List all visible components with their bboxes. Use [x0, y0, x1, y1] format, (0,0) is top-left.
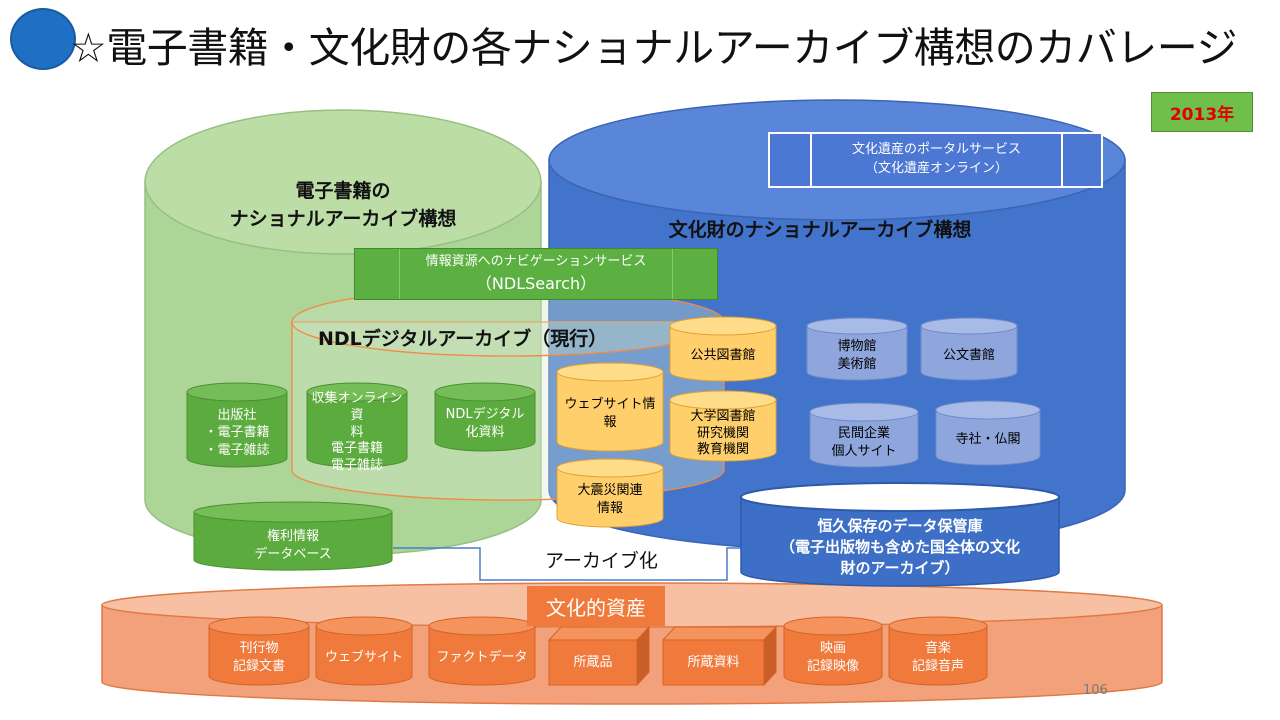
blue-cylinder-shape-3 [809, 402, 919, 468]
heritage-item-1: 刊行物 記録文書 [209, 636, 309, 680]
storage-cylinder [740, 482, 1060, 587]
green-cylinder-2-text1: 収集オンライン資 [311, 390, 403, 423]
rights-db-cylinder [193, 501, 393, 571]
heritage-cube-shape-4 [547, 625, 651, 687]
heritage-item-4: 所蔵品 [549, 640, 637, 685]
green-cylinder-2-text3: 電子書籍 [330, 441, 383, 457]
heritage-item-7-text2: 記録音声 [911, 659, 964, 674]
yellow-cylinder-2-text2: 報 [603, 415, 617, 430]
blue-cylinder-1: 博物館 美術館 [807, 336, 907, 376]
ebook-archive-line1: 電子書籍の [295, 180, 391, 202]
green-cylinder-3-text2: 化資料 [465, 425, 505, 440]
heritage-item-4-text1: 所蔵品 [573, 654, 613, 670]
navigation-service-box: 情報資源へのナビゲーションサービス （NDLSearch） [354, 248, 718, 300]
green-cylinder-shape-3 [434, 382, 536, 452]
heritage-title: 文化的資産 [527, 586, 665, 626]
heritage-item-6: 映画 記録映像 [784, 636, 882, 680]
heritage-item-5-text1: 所蔵資料 [687, 654, 740, 670]
heritage-cylinder-shape-7 [888, 616, 988, 686]
heritage-cylinder-shape-6 [783, 616, 883, 686]
yellow-cylinder-1: 公共図書館 [670, 336, 776, 376]
navigation-service-line1: 情報資源へのナビゲーションサービス [425, 254, 647, 270]
heritage-cylinder-shape-3 [428, 616, 536, 686]
blue-cylinder-shape-2 [920, 317, 1018, 381]
cultural-archive-title: 文化財のナショナルアーカイブ構想 [668, 219, 972, 241]
heritage-item-6-text2: 記録映像 [806, 659, 859, 674]
heritage-cylinder-shape-2 [315, 616, 413, 686]
heritage-item-7-text1: 音楽 [924, 641, 951, 657]
rights-db-line1: 権利情報 [266, 529, 319, 545]
heritage-item-1-text2: 記録文書 [232, 659, 285, 674]
heritage-item-2: ウェブサイト [316, 636, 412, 680]
yellow-cylinder-3-text1: 大学図書館 [690, 408, 756, 424]
blue-cylinder-3-text2: 個人サイト [831, 444, 897, 459]
archive-connector-line [393, 547, 742, 581]
yellow-cylinder-shape-2 [556, 362, 664, 452]
green-cylinder-1-text2: ・電子書籍 [204, 425, 270, 441]
navigation-service-line2: （NDLSearch） [475, 273, 597, 293]
yellow-cylinder-3-text3: 教育機関 [696, 442, 749, 458]
blue-cylinder-shape-1 [806, 317, 908, 381]
yellow-cylinder-shape-3 [669, 390, 777, 462]
portal-service-line1: 文化遺産のポータルサービス [851, 142, 1021, 158]
blue-cylinder-4: 寺社・仏閣 [936, 420, 1040, 460]
ebook-archive-line2: ナショナルアーカイブ構想 [229, 207, 457, 230]
blue-cylinder-3: 民間企業 個人サイト [810, 422, 918, 464]
blue-cylinder-2: 公文書館 [921, 336, 1017, 376]
green-cylinder-shape-1 [186, 382, 288, 468]
green-cylinder-2: 収集オンライン資 料 電子書籍 電子雑誌 [307, 391, 407, 474]
yellow-cylinder-shape-1 [669, 316, 777, 382]
year-badge: 2013年 [1151, 92, 1253, 132]
yellow-cylinder-shape-4 [556, 458, 664, 528]
portal-service-box: 文化遺産のポータルサービス （文化遺産オンライン） [768, 132, 1103, 188]
heritage-item-7: 音楽 記録音声 [889, 636, 987, 680]
yellow-cylinder-4-text1: 大震災関連 [577, 483, 643, 499]
blue-cylinder-shape-4 [935, 400, 1041, 466]
storage-line3: 財のアーカイブ） [840, 558, 960, 577]
heritage-item-2-text1: ウェブサイト [324, 650, 403, 666]
ebook-archive-title: 電子書籍の ナショナルアーカイブ構想 [190, 178, 496, 233]
storage-label: 恒久保存のデータ保管庫 （電子出版物も含めた国全体の文化 財のアーカイブ） [741, 514, 1059, 580]
storage-line2: （電子出版物も含めた国全体の文化 [779, 537, 1020, 556]
green-cylinder-1: 出版社 ・電子書籍 ・電子雑誌 [187, 400, 287, 466]
title-bullet-icon [10, 8, 76, 70]
heritage-item-3: ファクトデータ [429, 636, 535, 680]
green-cylinder-2-text2: 料 [350, 424, 364, 440]
portal-service-line2: （文化遺産オンライン） [864, 161, 1008, 176]
heritage-item-6-text1: 映画 [819, 641, 846, 657]
storage-line1: 恒久保存のデータ保管庫 [817, 516, 983, 535]
page-number: 106 [1083, 683, 1108, 698]
yellow-cylinder-3-text2: 研究機関 [696, 425, 749, 441]
blue-cylinder-3-text1: 民間企業 [837, 426, 890, 442]
ndl-digital-title: NDLデジタルアーカイブ（現行） [318, 328, 608, 350]
slide-title: ☆電子書籍・文化財の各ナショナルアーカイブ構想のカバレージ [70, 24, 1237, 72]
green-cylinder-1-text1: 出版社 [217, 407, 257, 423]
yellow-cylinder-3: 大学図書館 研究機関 教育機関 [670, 406, 776, 462]
heritage-item-5: 所蔵資料 [663, 640, 764, 685]
archive-label: アーカイブ化 [545, 550, 658, 572]
blue-cylinder-4-text1: 寺社・仏閣 [955, 432, 1021, 448]
yellow-cylinder-1-text1: 公共図書館 [690, 348, 756, 364]
green-cylinder-shape-2 [306, 382, 408, 468]
rights-db: 権利情報 データベース [194, 524, 392, 568]
yellow-cylinder-4: 大震災関連 情報 [557, 478, 663, 522]
rights-db-line2: データベース [254, 547, 332, 562]
yellow-cylinder-4-text2: 情報 [596, 501, 623, 516]
green-cylinder-3: NDLデジタル 化資料 [435, 400, 535, 448]
green-cylinder-2-text4: 電子雑誌 [330, 458, 383, 474]
green-cylinder-1-text3: ・電子雑誌 [204, 442, 270, 458]
heritage-cylinder-shape-1 [208, 616, 310, 686]
blue-cylinder-1-text2: 美術館 [837, 357, 877, 372]
blue-cylinder-1-text1: 博物館 [837, 339, 877, 355]
blue-cylinder-2-text1: 公文書館 [942, 348, 995, 364]
green-cylinder-3-text1: NDLデジタル [445, 407, 525, 423]
heritage-cube-shape-5 [661, 625, 778, 687]
yellow-cylinder-2: ウェブサイト情 報 [557, 384, 663, 444]
heritage-item-1-text1: 刊行物 [239, 641, 279, 657]
yellow-cylinder-2-text1: ウェブサイト情 [564, 397, 656, 413]
heritage-item-3-text1: ファクトデータ [436, 650, 528, 666]
